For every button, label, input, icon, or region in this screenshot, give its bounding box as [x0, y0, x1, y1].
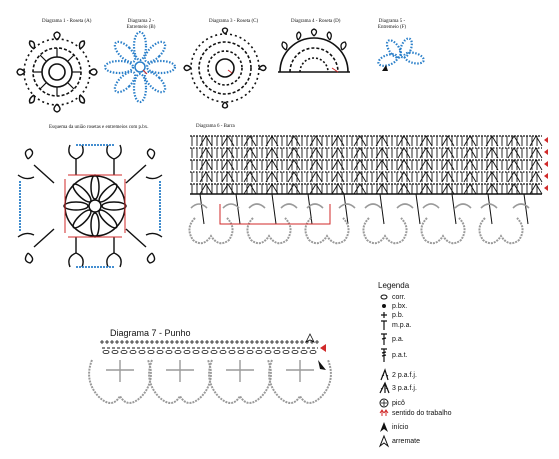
legend-label: p.a.t. — [392, 351, 408, 359]
finish-arrow-icon — [378, 434, 390, 448]
legend-item: m.p.a. — [378, 320, 411, 330]
legend-label: m.p.a. — [392, 321, 412, 329]
legend-item: sentido do trabalho — [378, 408, 452, 418]
legend-item: 2 p.a.f.j. — [378, 368, 417, 381]
legend-label: p.bx. — [392, 302, 408, 310]
legend-item: p.a. — [378, 333, 404, 345]
legend-label: arremate — [392, 437, 421, 445]
legend-item: início — [378, 422, 408, 432]
legend-label: sentido do trabalho — [392, 409, 452, 417]
legend-item: arremate — [378, 434, 421, 448]
caption-diagram-5: Diagrama 5 - Entremeio (F) — [377, 19, 407, 30]
entremeio-b-diagram — [103, 30, 177, 104]
dc3tog-icon — [378, 381, 390, 394]
caption-join-scheme: Esquema da união rosetas e entremeios co… — [49, 125, 149, 130]
legend-label: p.b. — [392, 311, 404, 319]
dot-icon — [378, 301, 390, 311]
legend-item: p.a.t. — [378, 348, 408, 362]
legend-title: Legenda — [378, 281, 410, 290]
legend-label: picô — [392, 399, 405, 407]
caption-diagram-2: Diagrama 2 - Entremeio (B) — [126, 19, 156, 30]
half-dc-icon — [378, 320, 390, 330]
entremeio-f-diagram — [377, 37, 425, 71]
tr-icon — [378, 348, 390, 362]
picot-icon — [378, 398, 390, 408]
join-scheme-diagram — [17, 144, 163, 268]
start-arrow-icon — [378, 422, 390, 432]
caption-diagram-7: Diagrama 7 - Punho — [110, 328, 191, 338]
legend-label: corr. — [392, 293, 406, 301]
rosette-a-diagram — [16, 31, 98, 113]
legend-label: 3 p.a.f.j. — [392, 384, 417, 392]
plus-icon — [378, 310, 390, 320]
legend-item: corr. — [378, 292, 406, 302]
legend-item: picô — [378, 398, 405, 408]
legend-item: 3 p.a.f.j. — [378, 381, 417, 394]
caption-diagram-3: Diagrama 3 - Roseta (C) — [209, 19, 259, 24]
punho-diagram — [88, 333, 332, 404]
caption-diagram-1: Diagrama 1 - Roseta (A) — [42, 19, 92, 24]
caption-diagram-4: Diagrama 4 - Roseta (D) — [291, 19, 341, 24]
legend-item: p.bx. — [378, 301, 407, 311]
rosette-d-diagram — [278, 28, 350, 73]
ring-icon — [378, 292, 390, 302]
rosette-c-diagram — [183, 27, 267, 109]
dc2tog-icon — [378, 368, 390, 381]
direction-arrows-icon — [378, 408, 390, 418]
legend-label: 2 p.a.f.j. — [392, 371, 417, 379]
barra-diagram — [188, 135, 548, 245]
caption-diagram-6: Diagrama 6 - Barra — [196, 124, 235, 129]
legend-label: início — [392, 423, 409, 431]
legend-item: p.b. — [378, 310, 404, 320]
legend-label: p.a. — [392, 335, 404, 343]
dc-icon — [378, 333, 390, 345]
